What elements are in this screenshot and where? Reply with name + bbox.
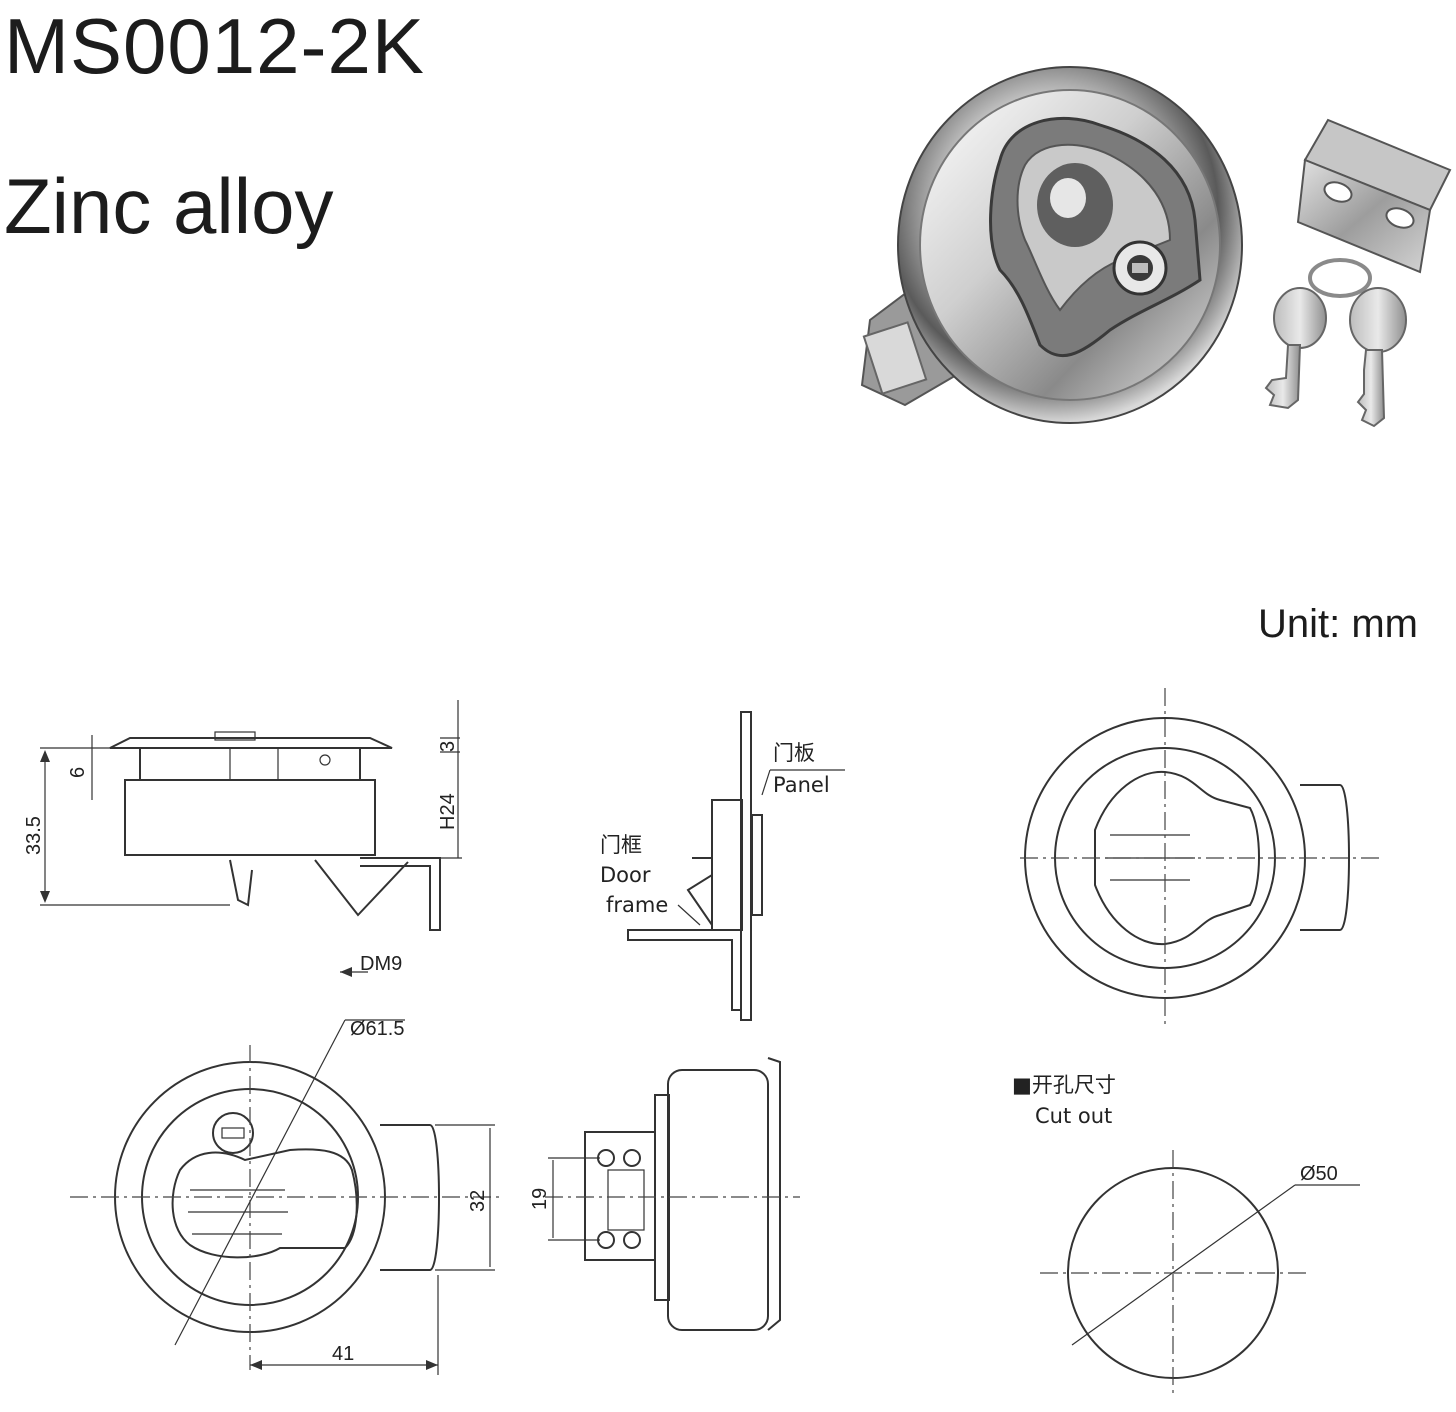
dim-3: 3 — [437, 741, 459, 752]
side-view: 33.5 6 3 H24 DM9 — [23, 700, 462, 977]
panel-cn-label: 门板 — [773, 741, 815, 765]
dim-19: 19 — [529, 1188, 551, 1210]
material-label: Zinc alloy — [4, 162, 334, 250]
dim-32: 32 — [467, 1190, 489, 1212]
unit-label: Unit: mm — [1258, 602, 1418, 646]
cutout-cn-title: ■开孔尺寸 — [1012, 1073, 1116, 1097]
dim-dm9: DM9 — [360, 953, 402, 975]
cutout-en-title: Cut out — [1035, 1104, 1112, 1128]
cutout-view: ■开孔尺寸 Cut out Ø50 — [1012, 1073, 1360, 1395]
frame-en-label-2: frame — [606, 893, 668, 917]
panel-en-label: Panel — [773, 773, 830, 797]
keys — [1264, 258, 1407, 428]
model-number: MS0012-2K — [4, 2, 425, 90]
product-photo — [860, 66, 1452, 428]
frame-en-label-1: Door — [600, 863, 651, 887]
dim-h24: H24 — [437, 793, 459, 830]
front-view-right — [1020, 688, 1380, 1028]
dim-33-5: 33.5 — [23, 816, 45, 855]
back-view: 19 — [529, 1057, 800, 1331]
dim-41: 41 — [332, 1343, 354, 1365]
frame-cn-label: 门框 — [600, 833, 642, 857]
strike-plate — [1296, 118, 1452, 274]
install-view: 门板 Panel 门框 Door frame — [600, 711, 845, 1021]
latch-body — [860, 66, 1243, 424]
dim-diameter-50: Ø50 — [1300, 1163, 1338, 1185]
front-view-left: Ø61.5 32 41 — [70, 1018, 500, 1375]
dim-diameter-61-5: Ø61.5 — [350, 1018, 404, 1040]
dim-6: 6 — [67, 767, 89, 778]
